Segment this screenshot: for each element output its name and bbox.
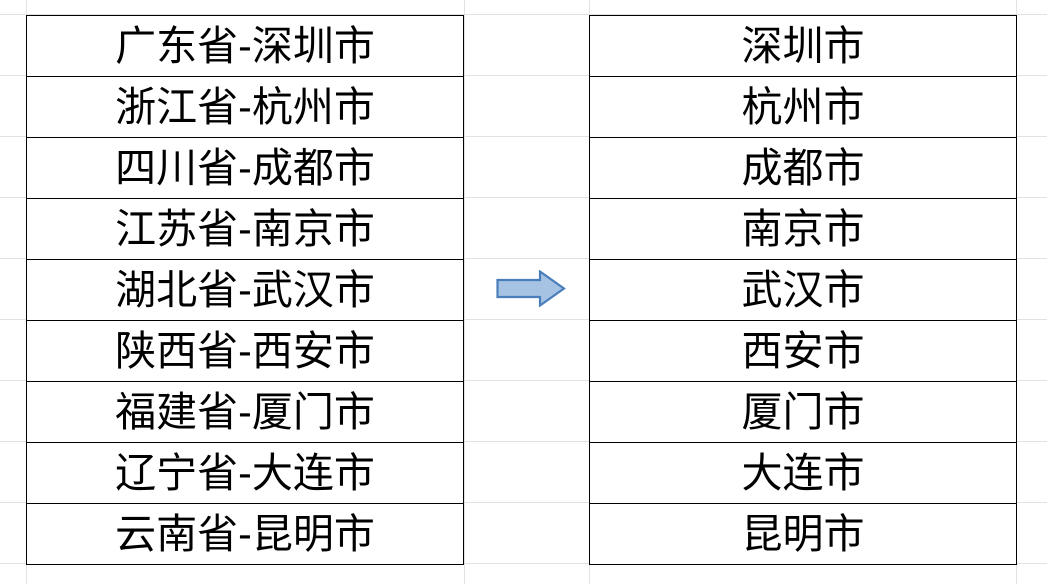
result-cell[interactable]: 西安市 xyxy=(589,320,1017,382)
source-cell[interactable]: 福建省-厦门市 xyxy=(26,381,464,443)
source-cell[interactable]: 云南省-昆明市 xyxy=(26,503,464,565)
source-cell[interactable]: 浙江省-杭州市 xyxy=(26,76,464,138)
table-row[interactable]: 辽宁省-大连市 xyxy=(26,442,464,504)
table-row[interactable]: 四川省-成都市 xyxy=(26,137,464,199)
table-row[interactable]: 深圳市 xyxy=(589,15,1017,77)
table-row[interactable]: 武汉市 xyxy=(589,259,1017,321)
right-arrow-icon xyxy=(496,270,566,307)
table-row[interactable]: 西安市 xyxy=(589,320,1017,382)
result-cell[interactable]: 南京市 xyxy=(589,198,1017,260)
table-row[interactable]: 陕西省-西安市 xyxy=(26,320,464,382)
result-cell[interactable]: 深圳市 xyxy=(589,15,1017,77)
table-row[interactable]: 浙江省-杭州市 xyxy=(26,76,464,138)
source-cell[interactable]: 陕西省-西安市 xyxy=(26,320,464,382)
table-row[interactable]: 江苏省-南京市 xyxy=(26,198,464,260)
table-row[interactable]: 广东省-深圳市 xyxy=(26,15,464,77)
source-cell[interactable]: 湖北省-武汉市 xyxy=(26,259,464,321)
result-cell[interactable]: 大连市 xyxy=(589,442,1017,504)
source-cell[interactable]: 广东省-深圳市 xyxy=(26,15,464,77)
table-row[interactable]: 云南省-昆明市 xyxy=(26,503,464,565)
table-row[interactable]: 厦门市 xyxy=(589,381,1017,443)
table-row[interactable]: 大连市 xyxy=(589,442,1017,504)
result-table-body: 深圳市 杭州市 成都市 南京市 武汉市 西安市 厦门市 大连市 昆明市 xyxy=(589,15,1017,565)
result-cell[interactable]: 武汉市 xyxy=(589,259,1017,321)
result-cell[interactable]: 成都市 xyxy=(589,137,1017,199)
source-table-body: 广东省-深圳市 浙江省-杭州市 四川省-成都市 江苏省-南京市 湖北省-武汉市 … xyxy=(26,15,464,565)
source-table[interactable]: 广东省-深圳市 浙江省-杭州市 四川省-成都市 江苏省-南京市 湖北省-武汉市 … xyxy=(26,15,464,565)
table-row[interactable]: 杭州市 xyxy=(589,76,1017,138)
result-cell[interactable]: 厦门市 xyxy=(589,381,1017,443)
result-cell[interactable]: 杭州市 xyxy=(589,76,1017,138)
source-cell[interactable]: 四川省-成都市 xyxy=(26,137,464,199)
table-row[interactable]: 昆明市 xyxy=(589,503,1017,565)
table-row[interactable]: 成都市 xyxy=(589,137,1017,199)
result-cell[interactable]: 昆明市 xyxy=(589,503,1017,565)
table-row[interactable]: 福建省-厦门市 xyxy=(26,381,464,443)
table-row[interactable]: 南京市 xyxy=(589,198,1017,260)
source-cell[interactable]: 江苏省-南京市 xyxy=(26,198,464,260)
source-cell[interactable]: 辽宁省-大连市 xyxy=(26,442,464,504)
table-row[interactable]: 湖北省-武汉市 xyxy=(26,259,464,321)
result-table[interactable]: 深圳市 杭州市 成都市 南京市 武汉市 西安市 厦门市 大连市 昆明市 xyxy=(589,15,1017,565)
gridline-vertical xyxy=(464,0,465,584)
